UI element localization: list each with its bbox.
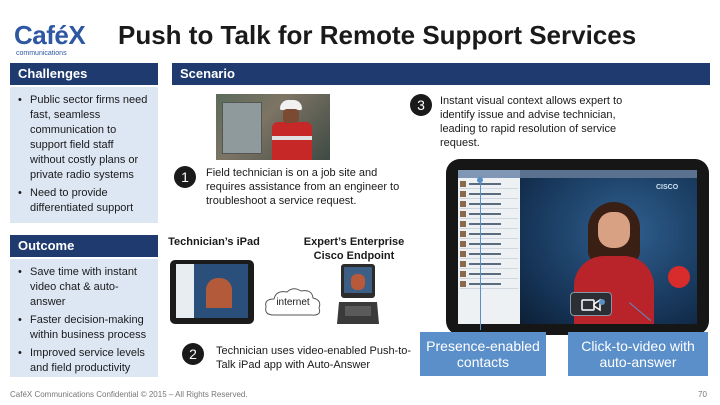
presence-pointer-dot: [477, 177, 483, 183]
logo-subtitle: communications: [16, 50, 67, 57]
step-3-text: Instant visual context allows expert to …: [440, 95, 623, 149]
technician-ipad-image: [170, 260, 254, 324]
step-2-number: 2: [182, 343, 204, 365]
technician-ipad-label: Technician’s iPad: [168, 236, 260, 248]
scenario-header: Scenario: [172, 63, 710, 85]
click-to-video-callout: Click-to-video with auto-answer: [568, 332, 708, 376]
outcome-item: Improved service levels and field produc…: [18, 346, 150, 376]
cafex-logo: CaféX communications: [14, 20, 96, 60]
page-number: 70: [698, 390, 707, 399]
expert-ipad-image: CISCO: [446, 159, 709, 335]
contacts-list[interactable]: [458, 170, 520, 324]
cisco-endpoint-image: [337, 264, 379, 324]
logo-x: X: [68, 20, 86, 50]
outcome-item: Save time with instant video chat & auto…: [18, 265, 150, 310]
challenges-panel: Public sector firms need fast, seamless …: [10, 87, 158, 223]
cisco-brand: CISCO: [656, 184, 679, 191]
outcome-header: Outcome: [10, 235, 158, 257]
step-3-number: 3: [410, 94, 432, 116]
step-1-text: Field technician is on a job site and re…: [206, 167, 400, 207]
field-technician-photo: [216, 94, 330, 160]
challenge-item: Need to provide differentiated support: [18, 186, 150, 216]
internet-label: internet: [276, 297, 310, 308]
video-camera-icon[interactable]: [570, 292, 612, 316]
logo-word: Café: [14, 20, 69, 50]
presence-contacts-callout: Presence-enabled contacts: [420, 332, 546, 376]
outcome-item: Faster decision-making within business p…: [18, 313, 150, 343]
footer-confidential: CaféX Communications Confidential © 2015…: [10, 390, 248, 399]
cloud-icon: [265, 288, 321, 316]
challenges-header: Challenges: [10, 63, 158, 85]
page-title: Push to Talk for Remote Support Services: [118, 20, 637, 50]
step-1-number: 1: [174, 166, 196, 188]
outcome-panel: Save time with instant video chat & auto…: [10, 259, 158, 377]
step-2-text: Technician uses video-enabled Push-to-Ta…: [216, 345, 412, 371]
presence-pointer-line: [480, 180, 481, 330]
video-pointer-dot: [599, 299, 605, 305]
challenge-item: Public sector firms need fast, seamless …: [18, 93, 150, 183]
expert-endpoint-label: Expert’s Enterprise Cisco Endpoint: [303, 236, 405, 262]
